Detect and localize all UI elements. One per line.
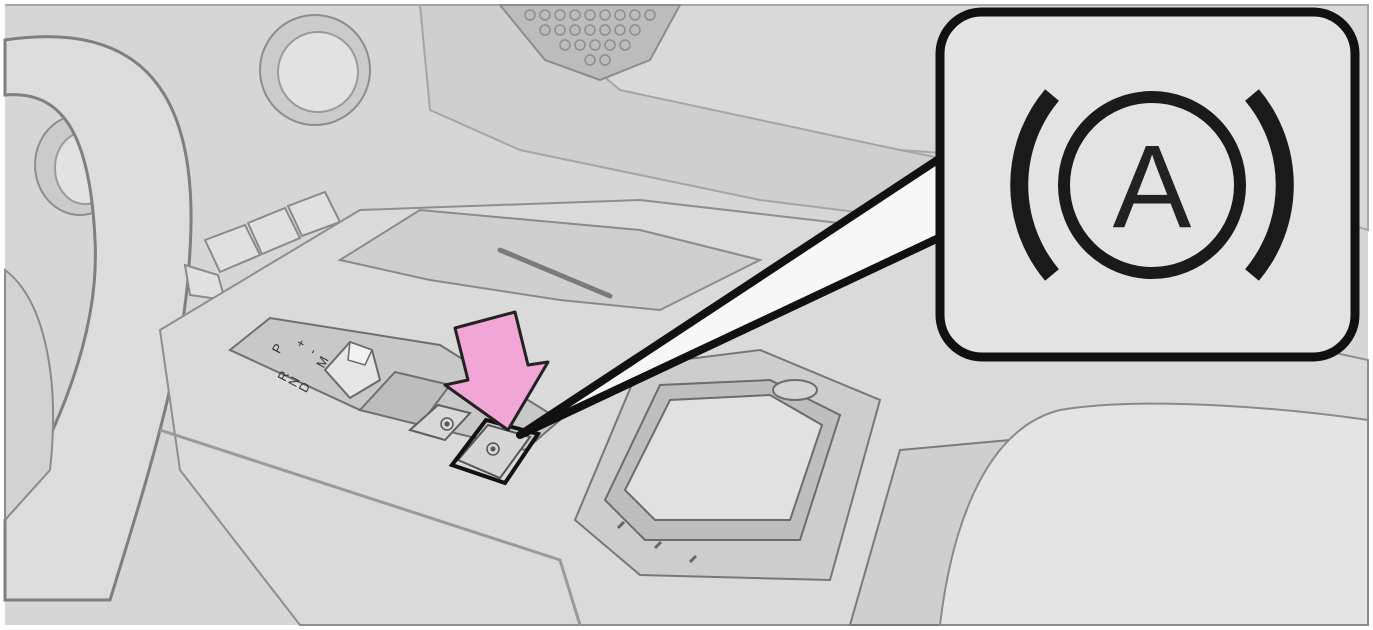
rotary-knob-upper (260, 15, 370, 125)
auto-hold-letter: A (1113, 121, 1192, 253)
